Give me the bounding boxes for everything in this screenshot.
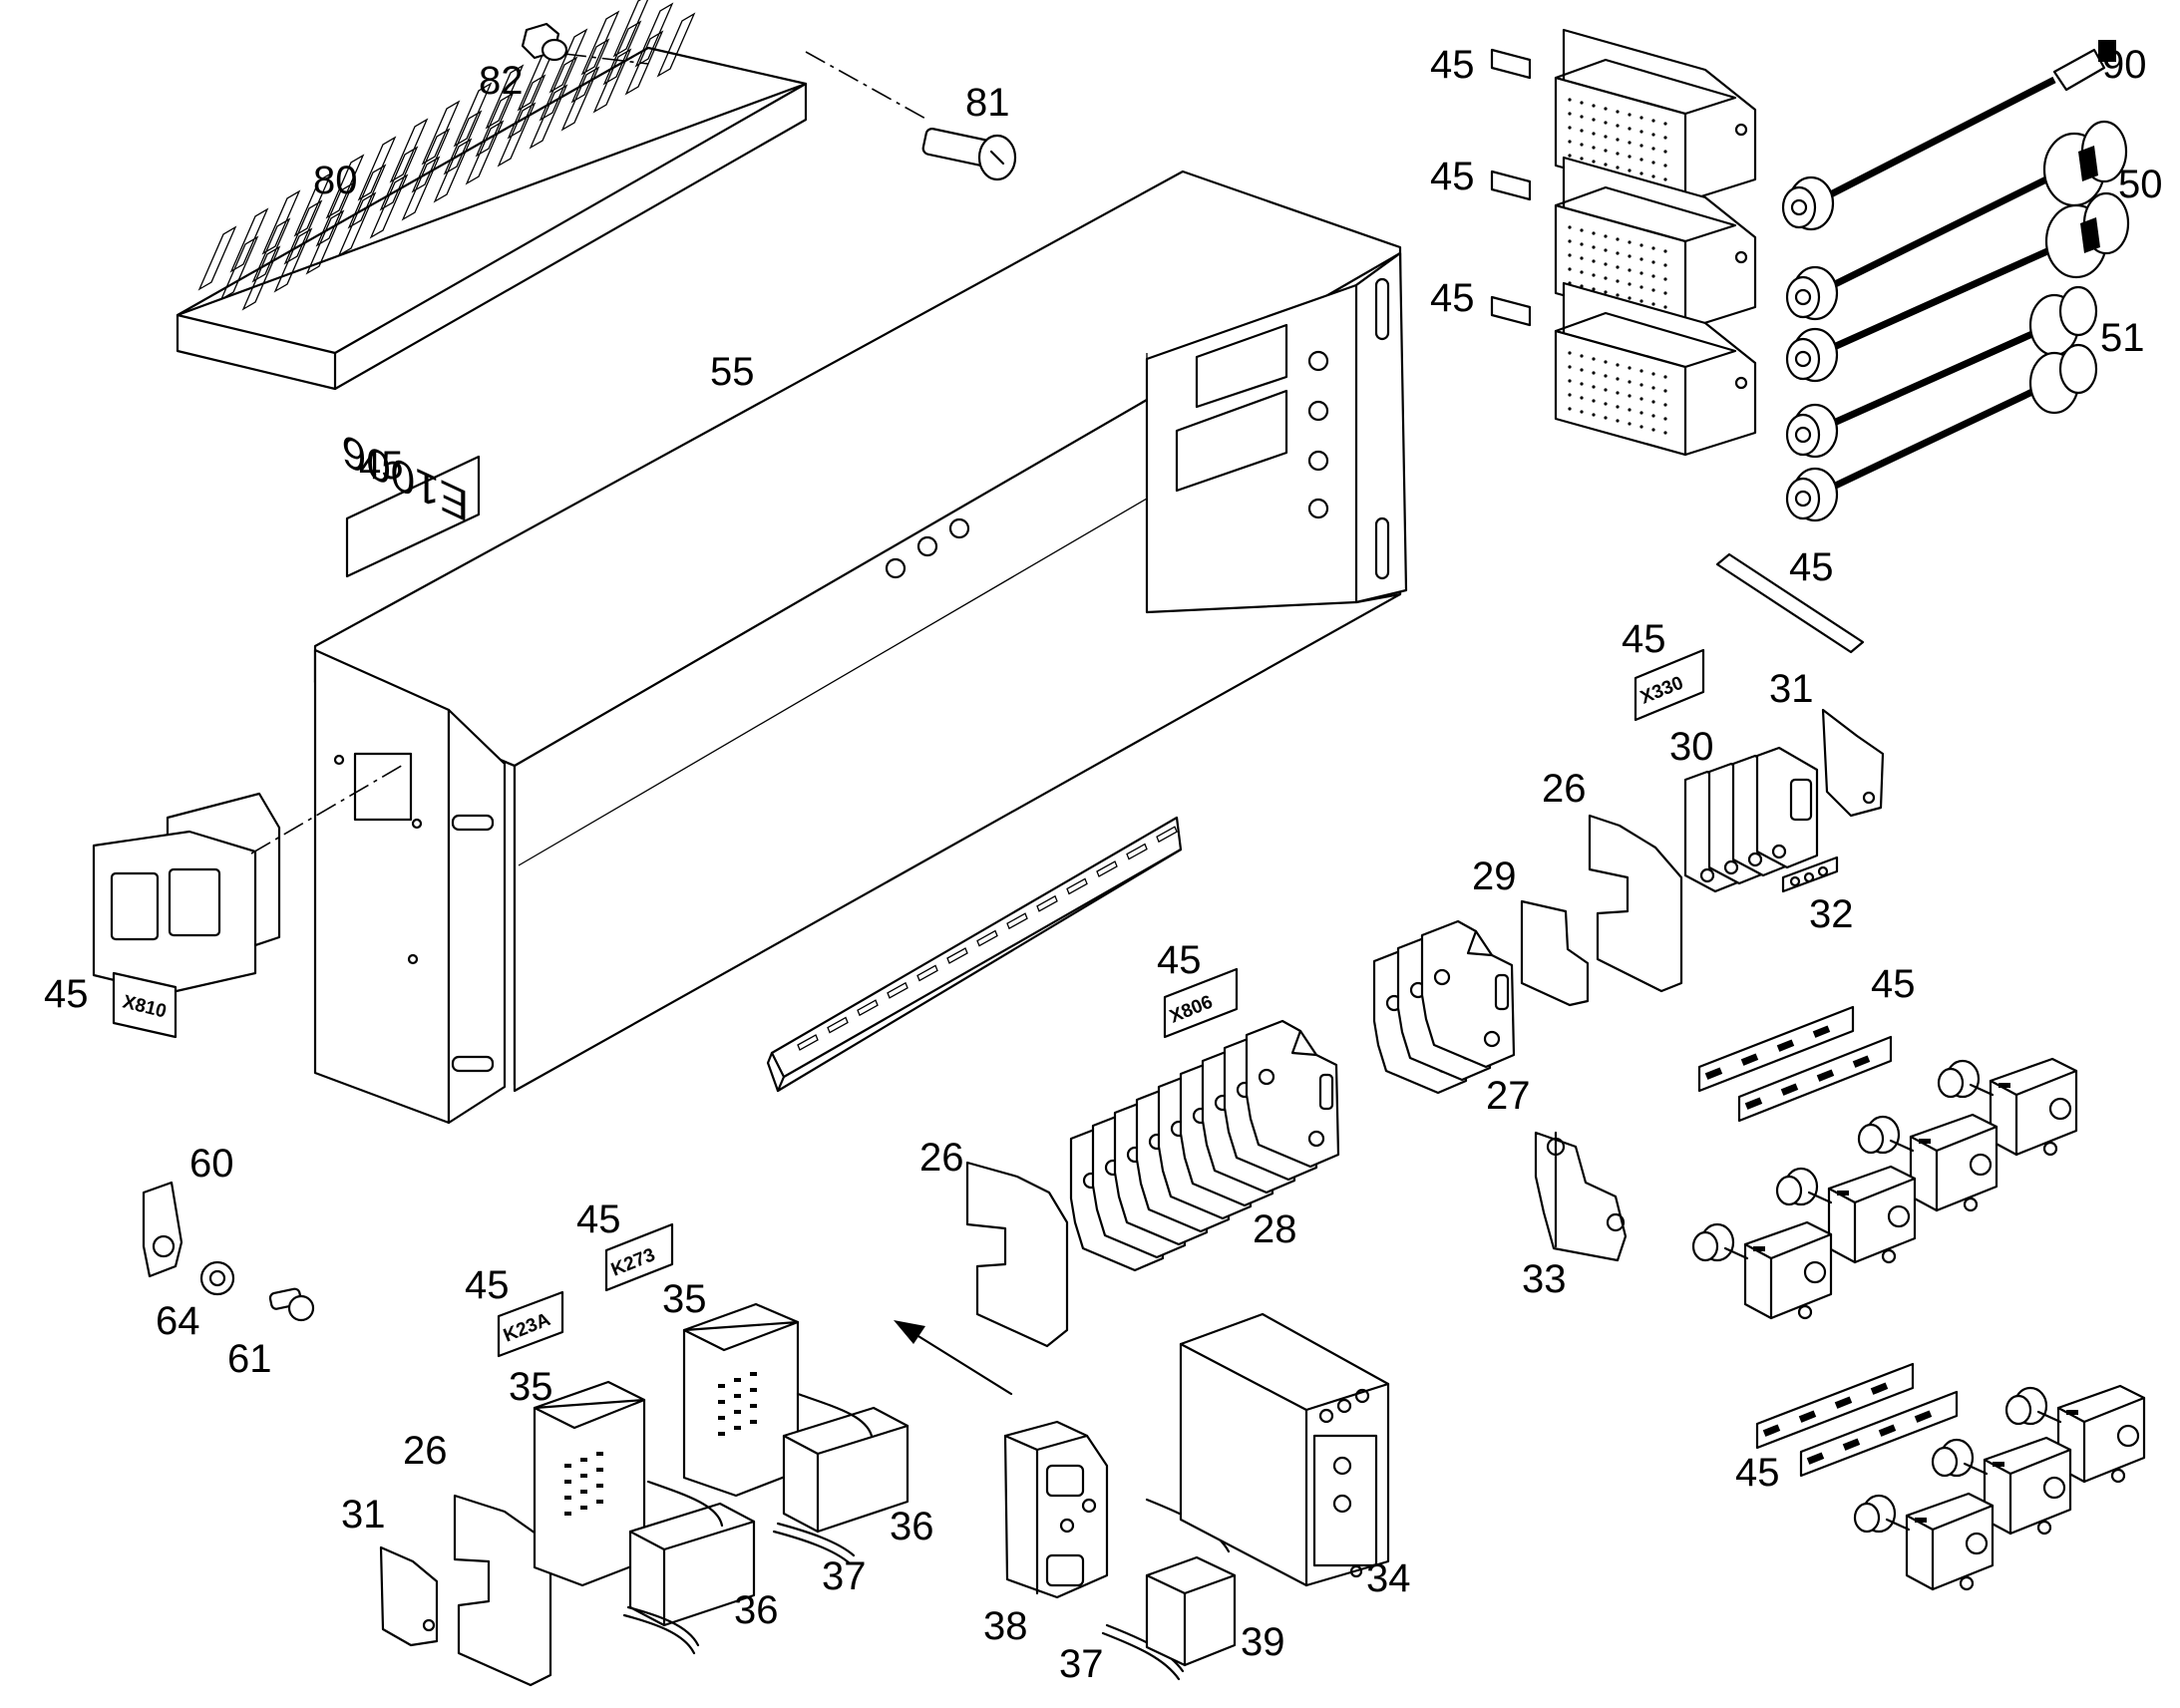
circuit-breaker-7 bbox=[1853, 1492, 1995, 1591]
part-30-fuse-terminals bbox=[1683, 746, 1819, 893]
part-34-timer-relay bbox=[1179, 1312, 1390, 1587]
callout-45-strip: 45 bbox=[1789, 545, 1834, 589]
part-x810-connector bbox=[92, 763, 406, 995]
callout-37-b: 37 bbox=[1059, 1642, 1104, 1686]
part-32-jumper bbox=[1781, 855, 1839, 893]
cable-5 bbox=[1785, 343, 2098, 522]
connector-housing-3 bbox=[1554, 281, 1757, 457]
callout-29: 29 bbox=[1472, 854, 1517, 898]
circuit-breaker-6 bbox=[1931, 1436, 2072, 1536]
part-45-label-breakers-lower bbox=[1755, 1362, 1959, 1478]
part-45-label-top-1 bbox=[1490, 48, 1532, 80]
callout-45-right1: 45 bbox=[1871, 962, 1916, 1006]
part-45-strip bbox=[1715, 552, 1865, 654]
callout-45-e1006: 45 bbox=[359, 444, 404, 488]
part-82-nut bbox=[521, 22, 649, 65]
callout-45-k23a: 45 bbox=[465, 1263, 510, 1307]
cable-1 bbox=[1781, 40, 2116, 231]
callout-45-x806: 45 bbox=[1157, 938, 1202, 982]
callout-55: 55 bbox=[710, 350, 755, 394]
callout-28: 28 bbox=[1253, 1207, 1297, 1251]
callout-45-top3: 45 bbox=[1430, 276, 1475, 320]
callout-36-b: 36 bbox=[890, 1505, 934, 1548]
part-31-end-stop-bottom bbox=[379, 1545, 439, 1647]
part-26-end-plate-bottom bbox=[453, 1494, 552, 1687]
part-26-end-plate-top bbox=[1588, 814, 1683, 993]
part-35-relay-socket-b bbox=[682, 1302, 800, 1498]
callout-39: 39 bbox=[1241, 1620, 1285, 1664]
callout-45-k273: 45 bbox=[576, 1197, 621, 1241]
callout-34: 34 bbox=[1366, 1556, 1411, 1600]
part-45-label-top-3 bbox=[1490, 295, 1532, 327]
part-38-relay-base bbox=[1003, 1420, 1109, 1599]
part-64-washer bbox=[199, 1260, 235, 1296]
part-35-relay-socket-a bbox=[533, 1380, 646, 1587]
callout-80: 80 bbox=[313, 159, 358, 202]
callout-26-top: 26 bbox=[1542, 767, 1587, 811]
part-36-relay-b bbox=[782, 1406, 909, 1534]
assembly-direction-arrow bbox=[894, 1320, 1013, 1396]
part-55-housing bbox=[313, 170, 1408, 1125]
callout-90: 90 bbox=[2102, 43, 2147, 87]
part-45-label-top-2 bbox=[1490, 170, 1532, 201]
callout-27: 27 bbox=[1486, 1074, 1531, 1118]
callout-26-bot: 26 bbox=[403, 1429, 448, 1473]
plate-x810: X810 bbox=[112, 971, 178, 1039]
part-37-clip-b bbox=[772, 1392, 1231, 1681]
callout-81: 81 bbox=[965, 81, 1010, 125]
part-din-rail bbox=[766, 816, 1183, 1093]
cable-3 bbox=[1785, 191, 2130, 383]
part-26-end-plate-mid bbox=[965, 1161, 1069, 1348]
callout-45-x330: 45 bbox=[1622, 617, 1666, 661]
connector-housing-2 bbox=[1554, 156, 1757, 331]
callout-37-a: 37 bbox=[822, 1554, 867, 1598]
callout-26-mid: 26 bbox=[919, 1136, 964, 1180]
part-39-relay bbox=[1145, 1555, 1237, 1667]
part-81-screw bbox=[805, 51, 1017, 181]
part-28-terminals bbox=[1069, 1019, 1340, 1272]
part-37-clip-a bbox=[622, 1480, 724, 1655]
circuit-breaker-3 bbox=[1775, 1165, 1917, 1264]
callout-45-top1: 45 bbox=[1430, 43, 1475, 87]
part-31-end-stop-top bbox=[1821, 708, 1885, 818]
callout-45-x810: 45 bbox=[44, 972, 89, 1016]
circuit-breaker-5 bbox=[2004, 1384, 2146, 1484]
callout-36-a: 36 bbox=[734, 1588, 779, 1632]
callout-82: 82 bbox=[479, 59, 524, 103]
callout-33: 33 bbox=[1522, 1257, 1567, 1301]
callout-31-top: 31 bbox=[1769, 667, 1814, 711]
callout-51: 51 bbox=[2100, 316, 2145, 360]
callout-61: 61 bbox=[227, 1337, 272, 1381]
part-36-relay-a bbox=[628, 1502, 756, 1627]
callout-60: 60 bbox=[189, 1142, 234, 1186]
circuit-breaker-1 bbox=[1937, 1057, 2078, 1157]
circuit-breaker-4 bbox=[1691, 1220, 1833, 1320]
part-29-separator bbox=[1520, 899, 1590, 1007]
part-33-terminal bbox=[1534, 1131, 1628, 1262]
plate-x806: X806 bbox=[1163, 967, 1239, 1039]
part-80-cable-duct bbox=[176, 0, 808, 391]
callout-35-b: 35 bbox=[662, 1277, 707, 1321]
callout-45-top2: 45 bbox=[1430, 155, 1475, 198]
part-27-terminals bbox=[1372, 919, 1516, 1095]
callout-30: 30 bbox=[1669, 725, 1714, 769]
callout-45-right2: 45 bbox=[1735, 1451, 1780, 1495]
callout-50: 50 bbox=[2118, 163, 2163, 206]
part-45-label-breakers-upper bbox=[1697, 1005, 1893, 1123]
callout-31-bot: 31 bbox=[341, 1493, 386, 1537]
callout-32: 32 bbox=[1809, 892, 1854, 936]
callout-35-a: 35 bbox=[509, 1365, 553, 1409]
callout-64: 64 bbox=[156, 1299, 200, 1343]
cable-2 bbox=[1785, 120, 2128, 321]
circuit-breaker-2 bbox=[1857, 1113, 1998, 1212]
callouts: 80 81 82 55 45 45 60 64 61 45 45 45 90 5… bbox=[44, 43, 2163, 1686]
callout-38: 38 bbox=[983, 1604, 1028, 1648]
part-60-clamp bbox=[142, 1181, 183, 1278]
plate-x330: X330 bbox=[1634, 648, 1705, 722]
part-61-screw bbox=[268, 1287, 315, 1322]
